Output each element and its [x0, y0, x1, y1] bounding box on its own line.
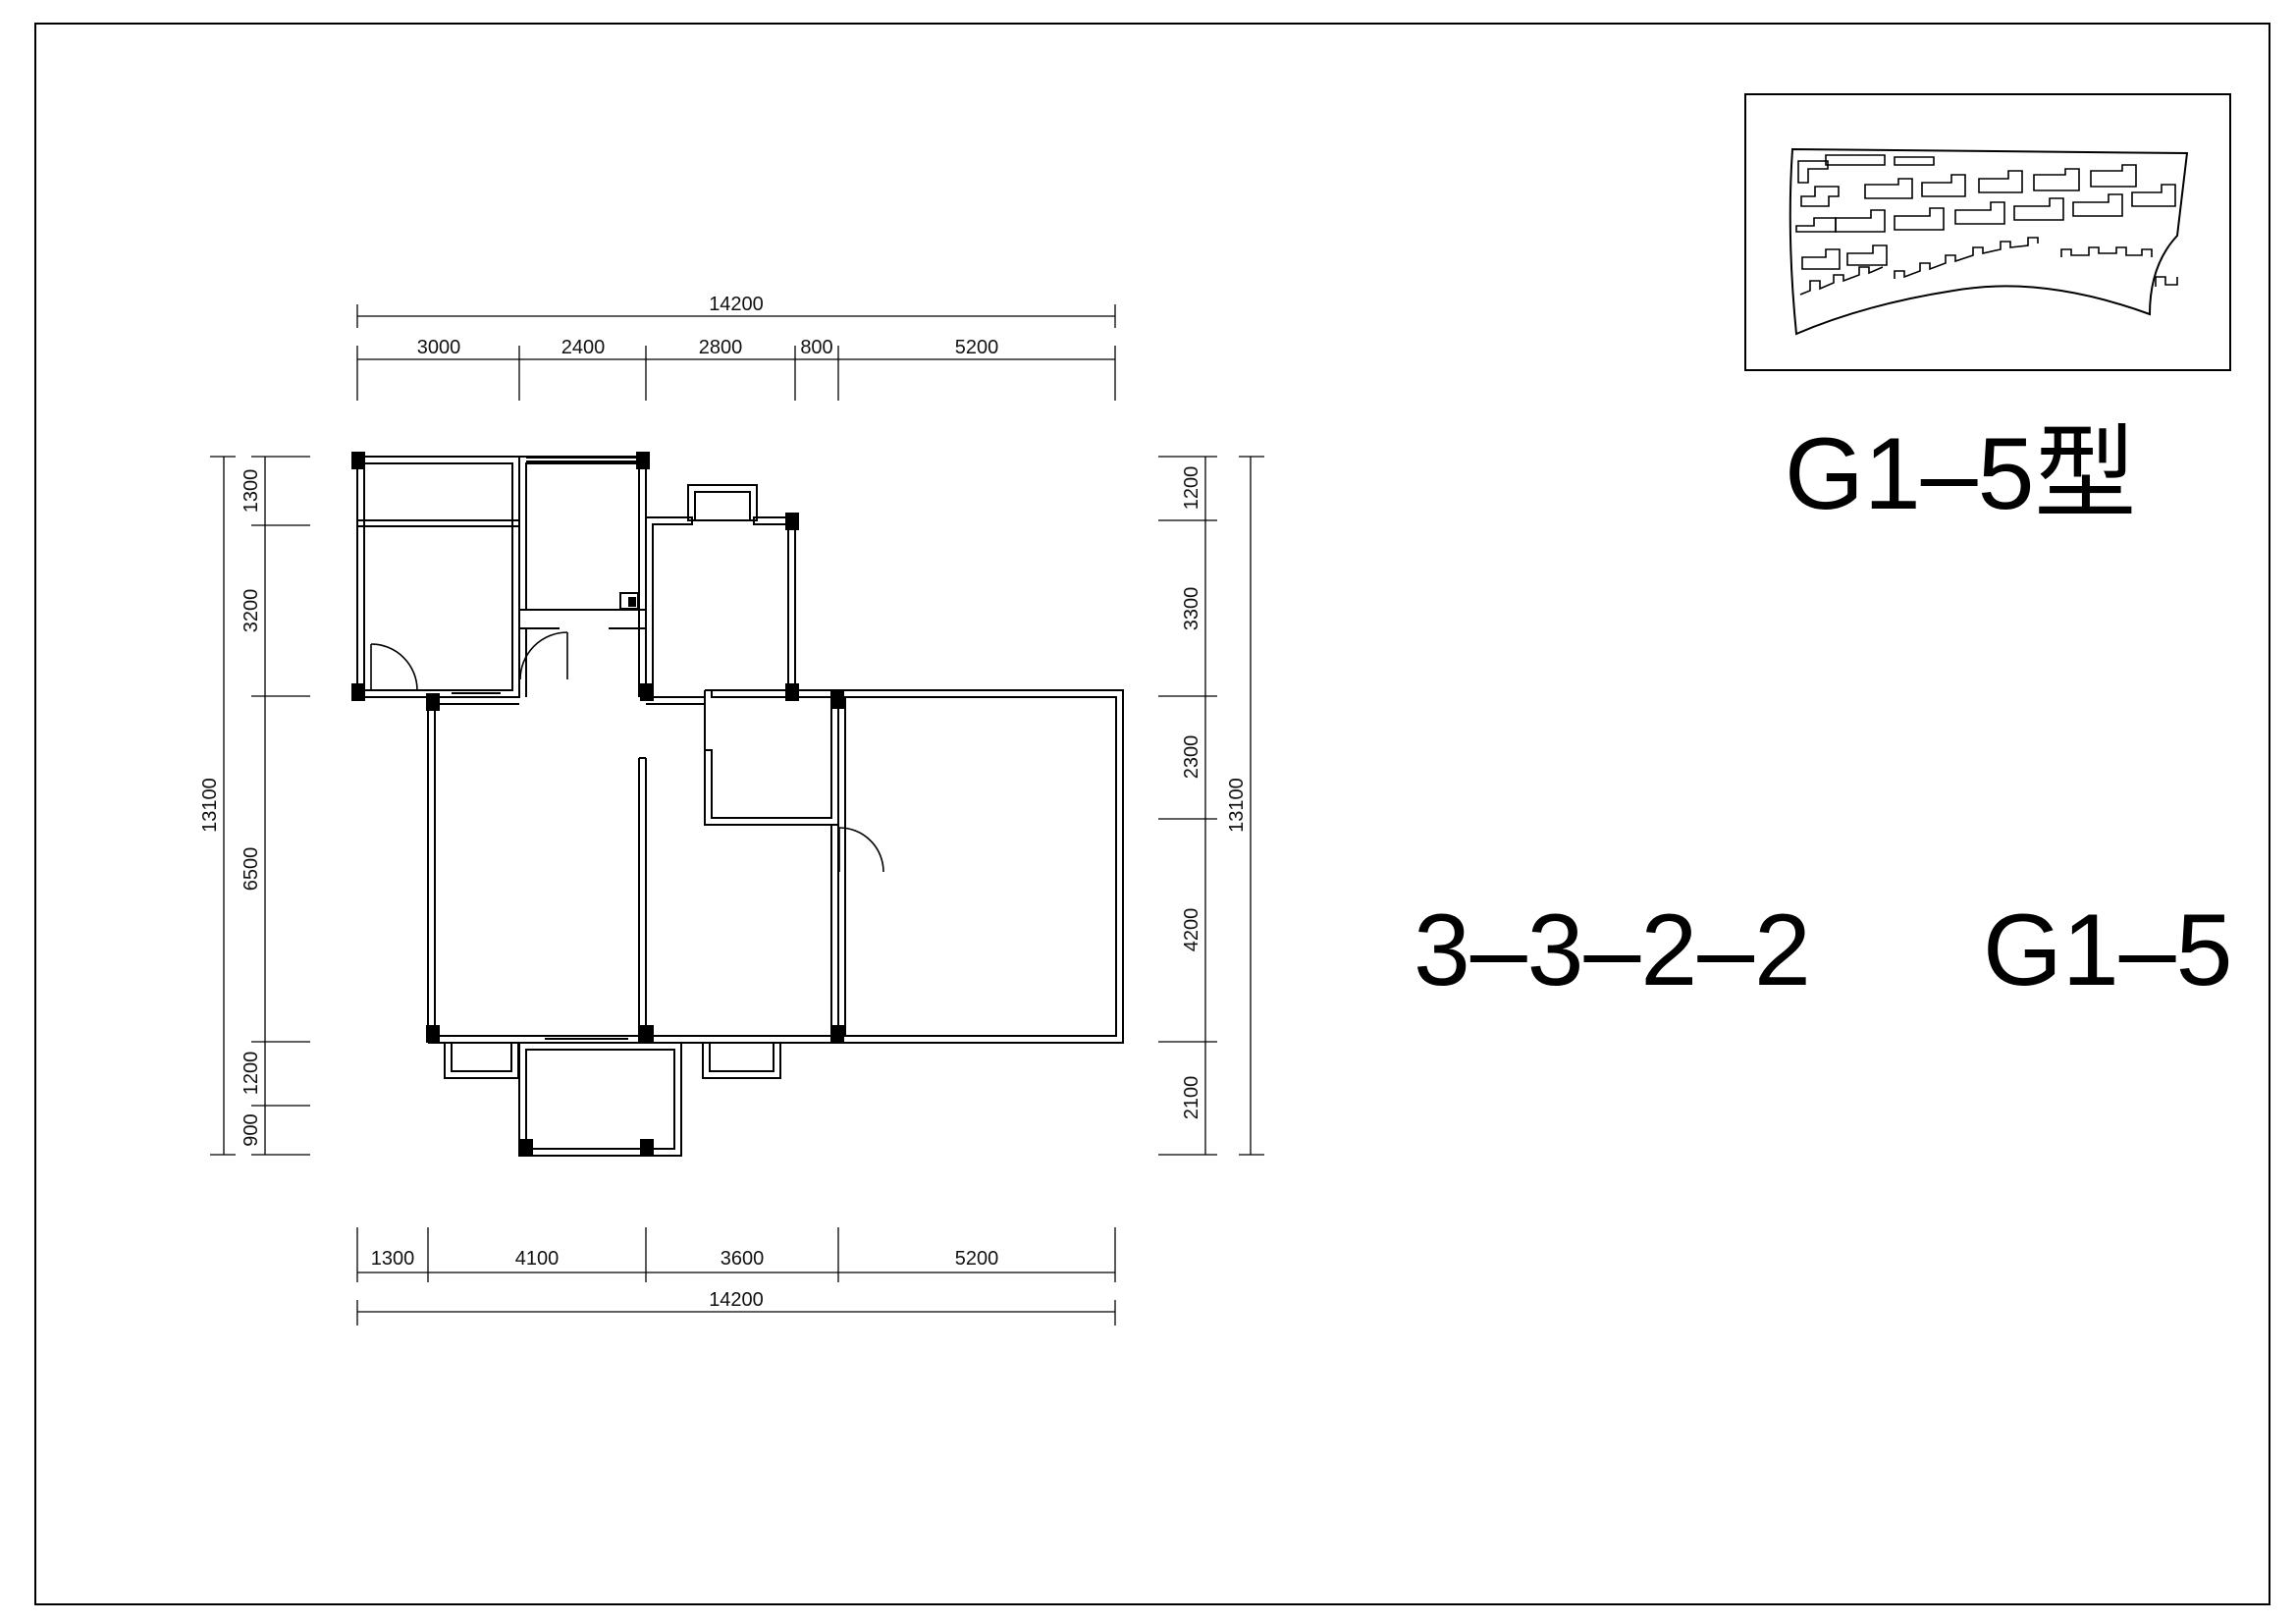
- dim-bottom-3: 3600: [721, 1248, 765, 1270]
- dim-left-3: 6500: [240, 847, 262, 892]
- dim-top-5: 5200: [955, 337, 999, 358]
- dim-right-5: 2100: [1181, 1076, 1202, 1120]
- dim-left-2: 3200: [240, 589, 262, 633]
- dim-right-3: 2300: [1181, 735, 1202, 780]
- dim-bottom-2: 4100: [515, 1248, 560, 1270]
- dim-right-total: 13100: [1226, 778, 1248, 833]
- dim-bottom-1: 1300: [371, 1248, 415, 1270]
- dim-left-5: 900: [240, 1113, 262, 1146]
- site-boundary: [1789, 147, 2189, 336]
- dim-right-2: 3300: [1181, 587, 1202, 631]
- floor-plan: [356, 456, 1124, 1157]
- dim-bottom-total: 14200: [709, 1289, 764, 1311]
- dim-left-1: 1300: [240, 469, 262, 514]
- dimension-lines: [210, 304, 1264, 1326]
- dim-top-4: 800: [800, 337, 832, 358]
- site-buildings: [1795, 154, 2178, 296]
- dim-top-3: 2800: [699, 337, 743, 358]
- dim-right-4: 4200: [1181, 908, 1202, 952]
- dim-top-2: 2400: [561, 337, 606, 358]
- unit-type: G1–5: [1983, 893, 2232, 1007]
- dim-top-total: 14200: [709, 294, 764, 315]
- structural-columns: [351, 452, 844, 1157]
- dim-left-total: 13100: [199, 778, 221, 833]
- dim-left-4: 1200: [240, 1052, 262, 1096]
- dim-right-1: 1200: [1181, 466, 1202, 511]
- flue-fixture-fill: [628, 597, 636, 607]
- site-key-plan: [1744, 93, 2231, 371]
- key-plan-frame: [1744, 93, 2231, 371]
- title: G1–5型: [1785, 417, 2136, 531]
- dimension-labels: 14200 3000 2400 2800 800 5200 1300 4100 …: [199, 294, 1248, 1311]
- dim-bottom-4: 5200: [955, 1248, 999, 1270]
- sheet-border: [34, 23, 2270, 1605]
- flue-fixture: [619, 592, 639, 610]
- doors: [370, 631, 884, 873]
- dim-top-1: 3000: [417, 337, 461, 358]
- unit-code: 3–3–2–2: [1414, 893, 1811, 1007]
